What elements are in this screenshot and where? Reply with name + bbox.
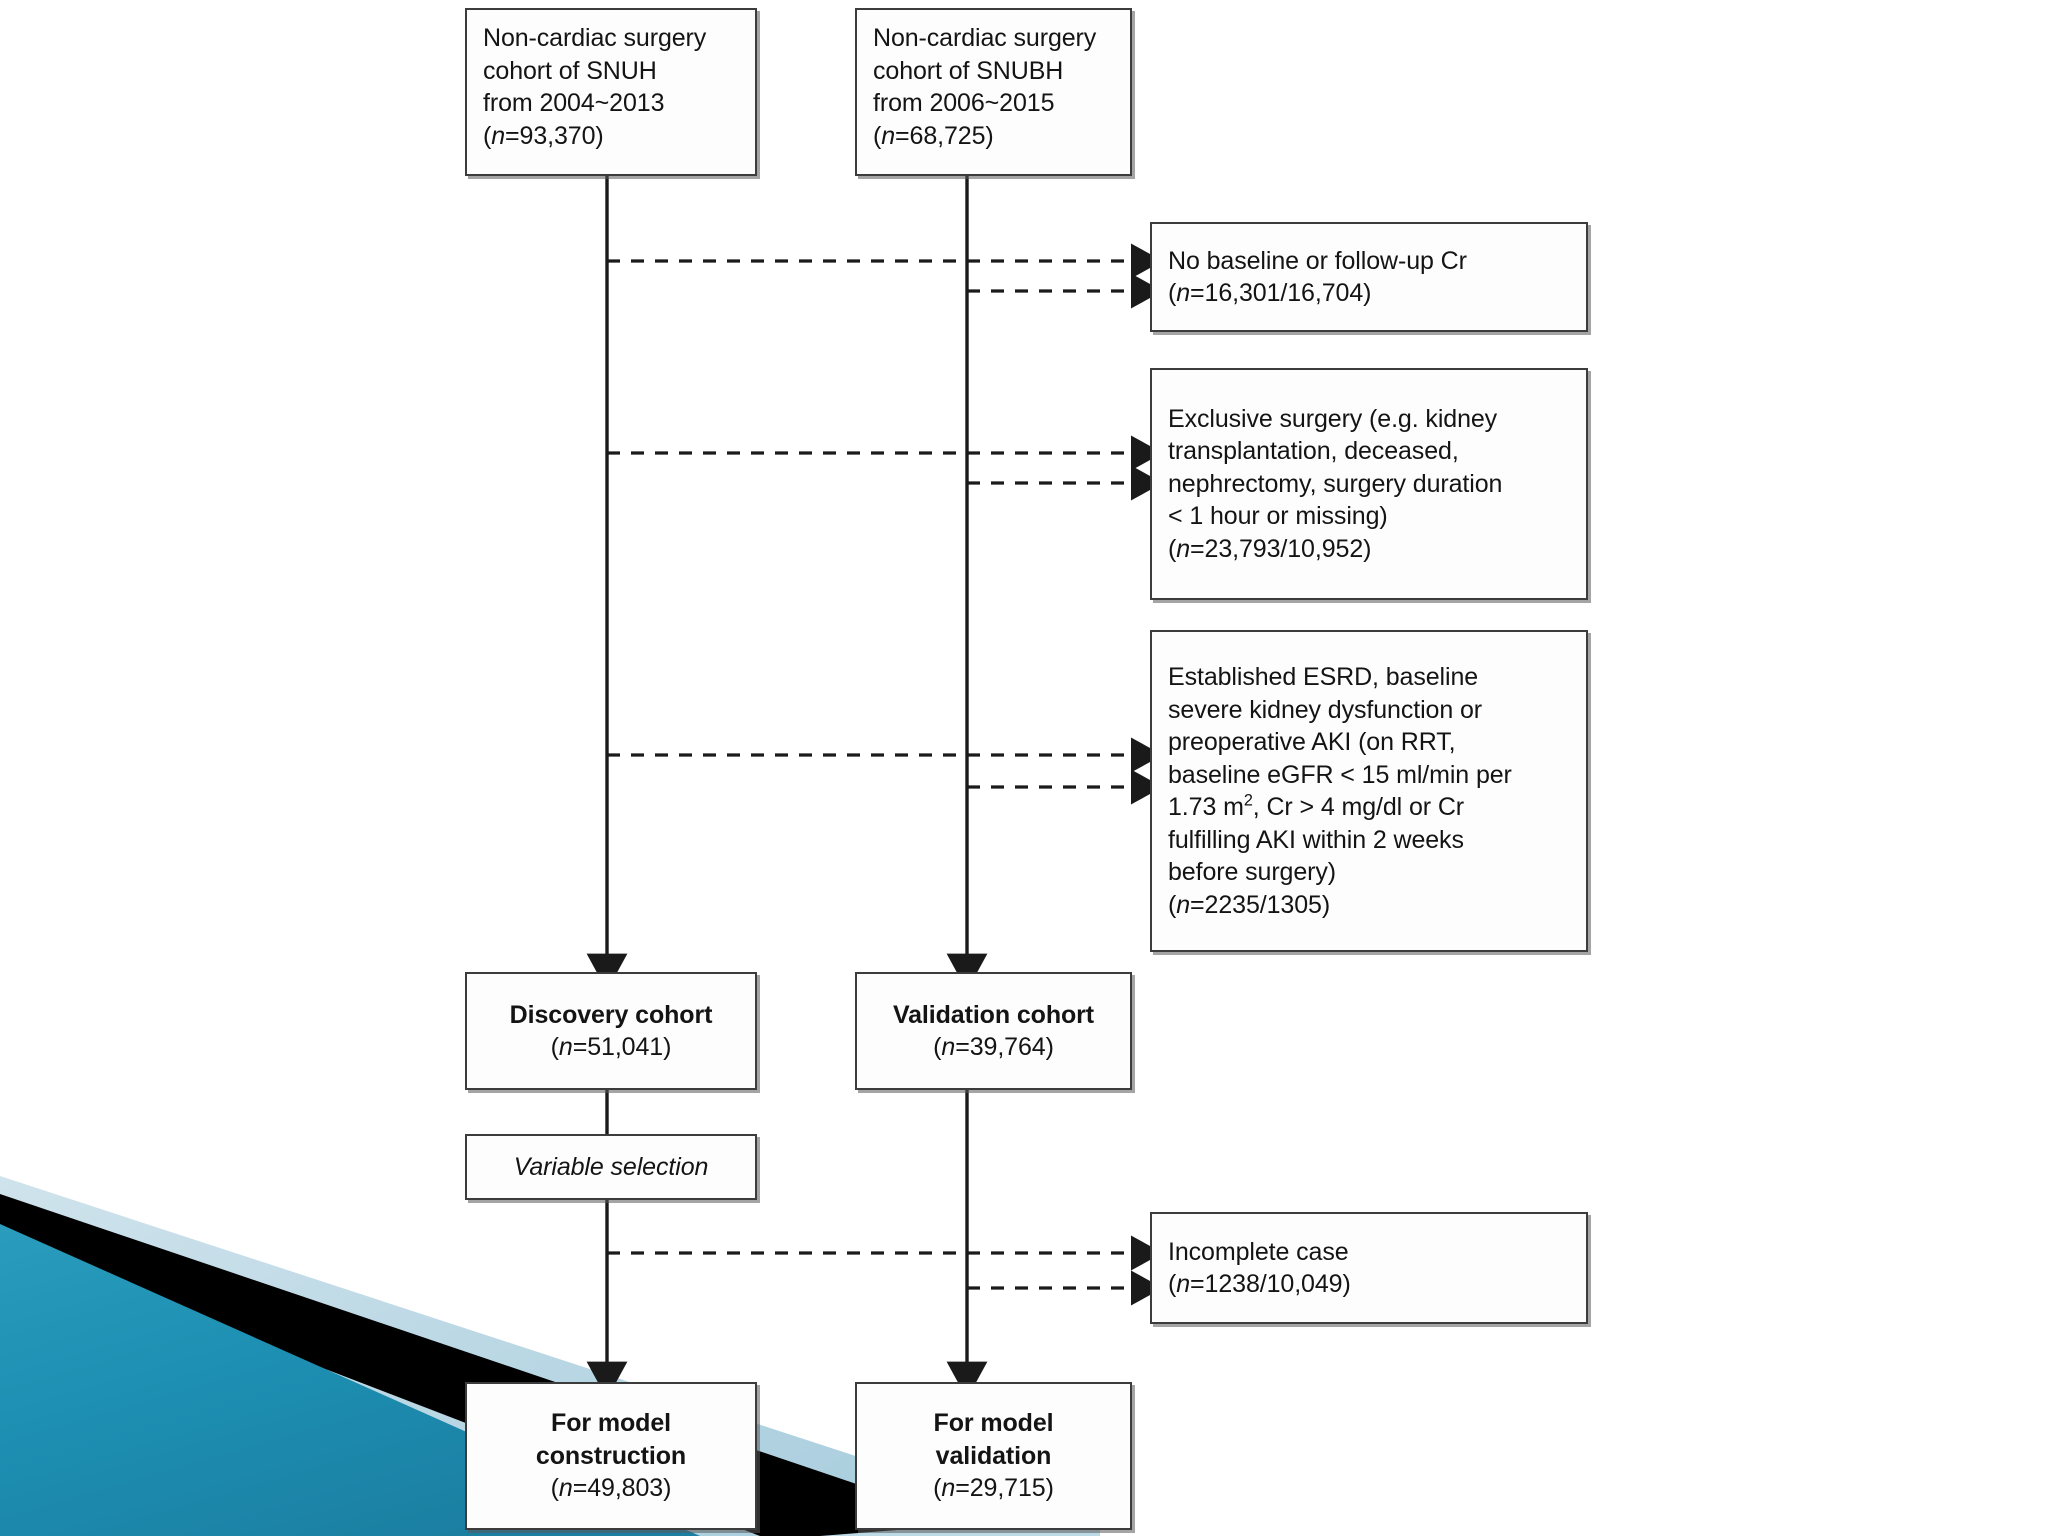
exclusion-4-count: (n=1238/10,049) [1168,1270,1351,1298]
exclusion-3-line3: preoperative AKI (on RRT, [1168,728,1456,756]
model-validation-line2: validation [935,1441,1052,1470]
source-snubh-line3: from 2006~2015 [873,89,1055,117]
exclusion-3-line2: severe kidney dysfunction or [1168,695,1483,724]
discovery-cohort-label: Discovery cohort [509,1000,713,1029]
node-exclusion-3[interactable]: Established ESRD, baseline severe kidney… [1150,630,1588,952]
exclusion-1-count: (n=16,301/16,704) [1168,279,1372,307]
exclusion-3-line5: 1.73 m2, Cr > 4 mg/dl or Cr [1168,791,1465,821]
exclusion-2-count: (n=23,793/10,952) [1168,534,1372,563]
exclusion-3-line1: Established ESRD, baseline [1168,663,1479,691]
source-snuh-line3: from 2004~2013 [483,89,665,117]
source-snubh-line2: cohort of SNUBH [873,56,1064,85]
node-model-construction[interactable]: For model construction (n=49,803) [465,1382,757,1530]
exclusion-2-line2: transplantation, deceased, [1168,437,1459,466]
exclusion-3-count: (n=2235/1305) [1168,890,1331,919]
node-exclusion-2[interactable]: Exclusive surgery (e.g. kidney transplan… [1150,368,1588,600]
variable-selection-label: Variable selection [513,1152,709,1181]
validation-cohort-label: Validation cohort [892,1000,1095,1029]
source-snuh-count: (n=93,370) [483,121,604,150]
node-validation-cohort[interactable]: Validation cohort (n=39,764) [855,972,1132,1090]
model-validation-count: (n=29,715) [933,1474,1054,1503]
node-source-snubh[interactable]: Non-cardiac surgery cohort of SNUBH from… [855,8,1132,176]
source-snuh-line1: Non-cardiac surgery [483,24,707,52]
model-validation-line1: For model [933,1409,1054,1438]
validation-cohort-count: (n=39,764) [933,1033,1054,1061]
discovery-cohort-count: (n=51,041) [550,1033,672,1061]
node-variable-selection[interactable]: Variable selection [465,1134,757,1200]
node-model-validation[interactable]: For model validation (n=29,715) [855,1382,1132,1530]
source-snubh-line1: Non-cardiac surgery [873,24,1097,52]
exclusion-2-line3: nephrectomy, surgery duration [1168,469,1503,498]
model-construction-line2: construction [535,1441,687,1470]
node-exclusion-4[interactable]: Incomplete case (n=1238/10,049) [1150,1212,1588,1324]
source-snuh-line2: cohort of SNUH [483,56,657,85]
exclusion-1-reason: No baseline or follow-up Cr [1168,246,1467,275]
exclusion-3-line7: before surgery) [1168,858,1337,886]
exclusion-2-line4: < 1 hour or missing) [1168,502,1388,531]
exclusion-3-line6: fulfilling AKI within 2 weeks [1168,825,1464,854]
node-exclusion-1[interactable]: No baseline or follow-up Cr (n=16,301/16… [1150,222,1588,332]
model-construction-count: (n=49,803) [550,1474,672,1503]
exclusion-3-line4: baseline eGFR < 15 ml/min per [1168,760,1512,789]
exclusion-2-line1: Exclusive surgery (e.g. kidney [1168,404,1498,433]
node-source-snuh[interactable]: Non-cardiac surgery cohort of SNUH from … [465,8,757,176]
exclusion-4-reason: Incomplete case [1168,1237,1349,1266]
source-snubh-count: (n=68,725) [873,121,994,150]
model-construction-line1: For model [551,1409,671,1438]
node-discovery-cohort[interactable]: Discovery cohort (n=51,041) [465,972,757,1090]
